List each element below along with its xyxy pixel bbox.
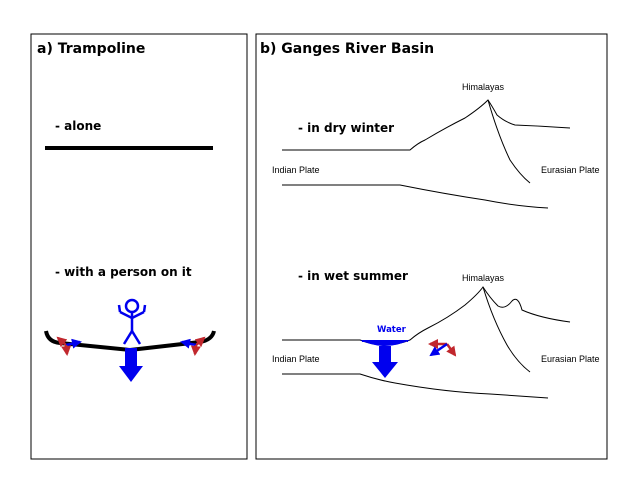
trampoline-alone-label: - alone (55, 119, 101, 133)
panel-a: a) Trampoline - alone - with a person on… (30, 33, 248, 460)
winter-label: - in dry winter (298, 121, 394, 135)
summer-fault-line (482, 286, 531, 373)
summer-basement-profile (282, 373, 549, 399)
water-load-arrow-down (372, 346, 398, 378)
summer-himalayas-label: Himalayas (462, 273, 505, 283)
summer-eurasian-plate-label: Eurasian Plate (541, 354, 600, 364)
summer-indian-plate-label: Indian Plate (272, 354, 320, 364)
water-label: Water (377, 325, 407, 335)
winter-indian-plate-label: Indian Plate (272, 165, 320, 175)
right-reaction-arrows (180, 336, 206, 356)
mountain-force-arrows (428, 339, 457, 357)
left-reaction-arrows (56, 336, 82, 356)
winter-basement-profile (282, 184, 549, 209)
panel-a-frame (30, 33, 248, 460)
panel-b-frame (255, 33, 608, 460)
summer-label: - in wet summer (298, 269, 408, 283)
winter-eurasian-plate-label: Eurasian Plate (541, 165, 600, 175)
stick-figure (117, 298, 147, 345)
summer-section: - in wet summer Himalayas Indian Plate E… (272, 269, 600, 399)
winter-fault-line (487, 99, 531, 184)
winter-section: - in dry winter Himalayas Indian Plate E… (272, 82, 600, 209)
winter-himalayas-label: Himalayas (462, 82, 505, 92)
panel-b: b) Ganges River Basin - in dry winter Hi… (255, 33, 608, 460)
load-arrow-down (119, 348, 143, 382)
panel-b-title: b) Ganges River Basin (260, 41, 434, 57)
summer-surface-profile (282, 286, 571, 346)
panel-a-title: a) Trampoline (37, 41, 145, 57)
trampoline-person-label: - with a person on it (55, 265, 192, 279)
